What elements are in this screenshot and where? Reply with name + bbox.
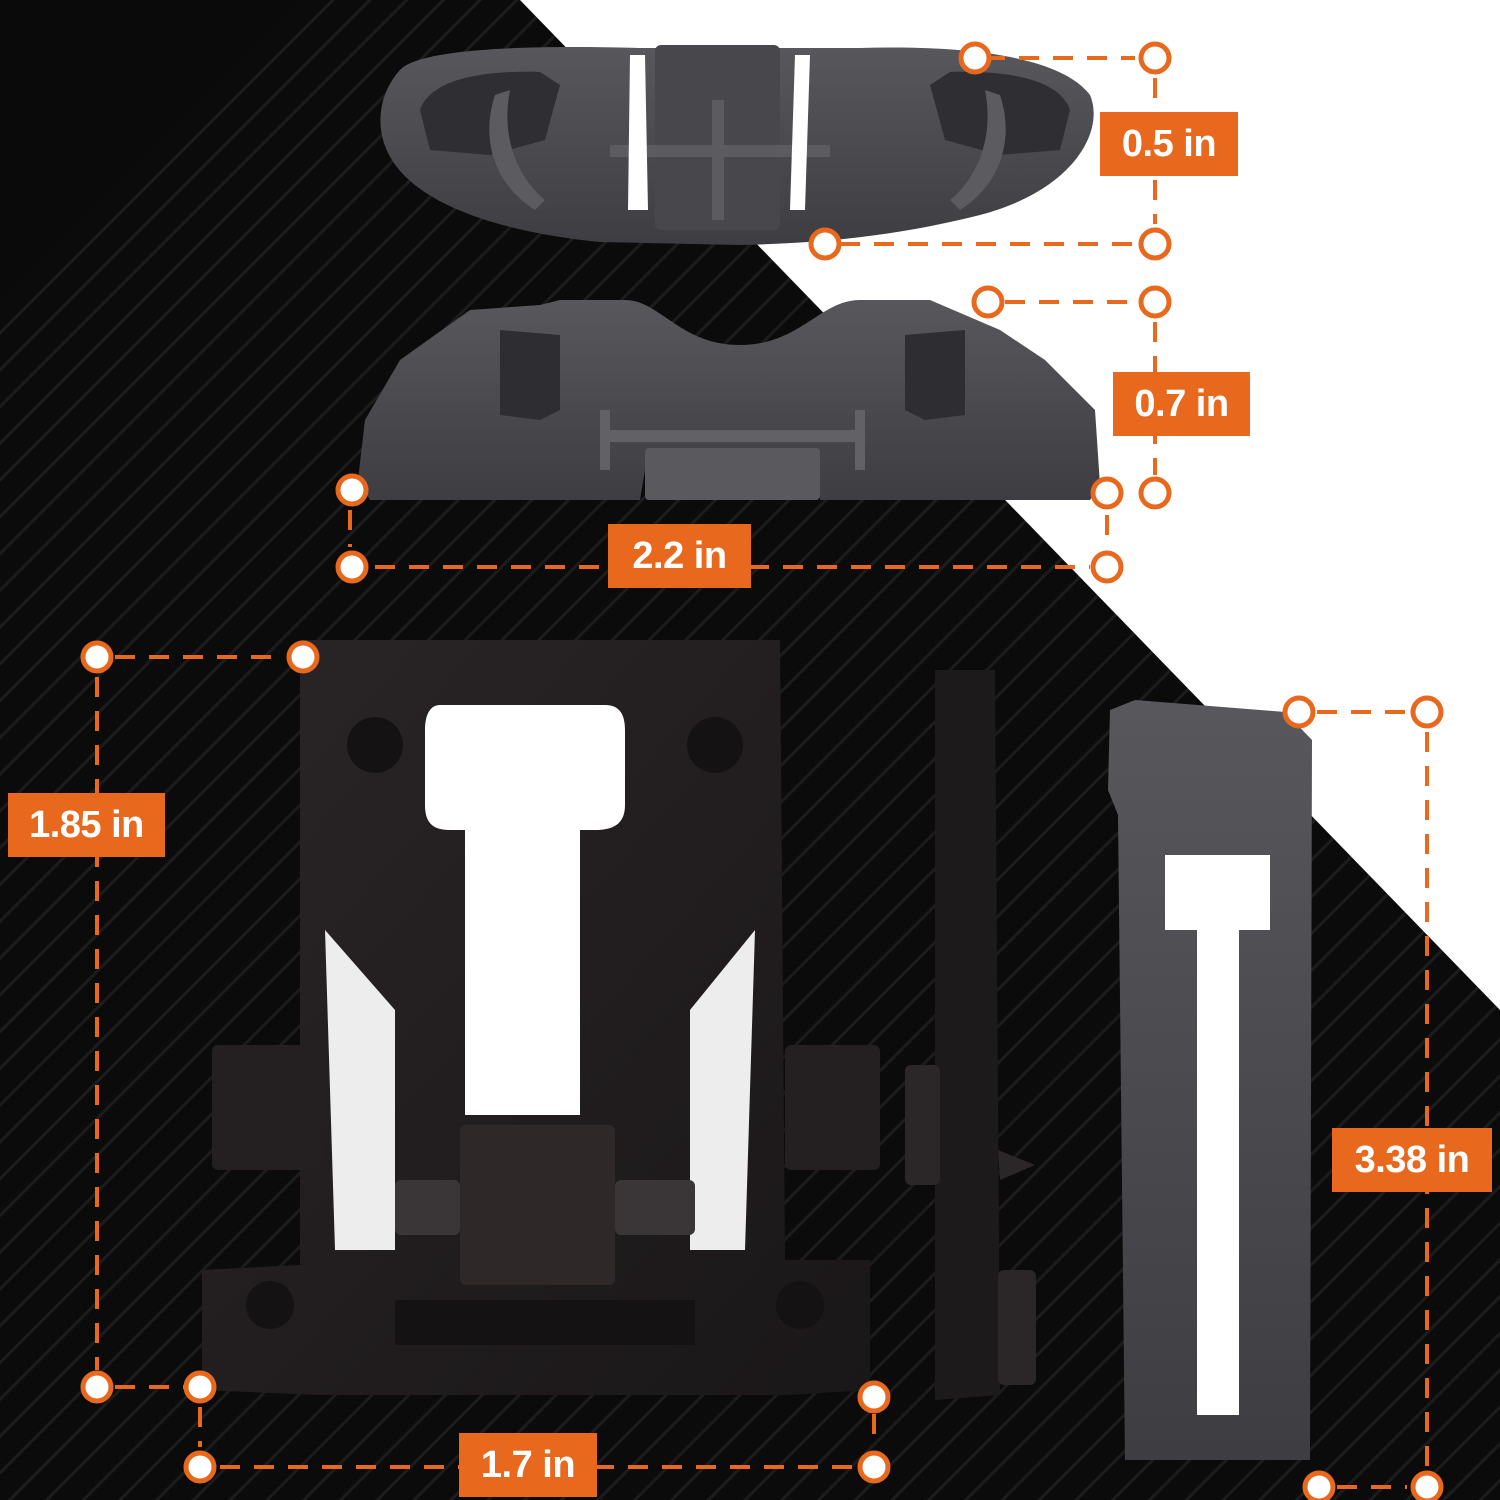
clip-depth-label: 0.7 in (1113, 372, 1250, 436)
clip-width-label: 2.2 in (608, 524, 751, 588)
clip-height-label: 0.5 in (1100, 112, 1238, 176)
hook-part (1108, 700, 1312, 1460)
latch-side-view (905, 670, 1036, 1400)
latch-width-label: 1.7 in (459, 1433, 597, 1497)
dimension-markers (80, 41, 1444, 1500)
clip-top-view (380, 45, 1094, 246)
hook-height-label: 3.38 in (1332, 1128, 1492, 1192)
clip-side-view (358, 300, 1100, 500)
latch-height-label: 1.85 in (8, 793, 165, 857)
latch-front-view (202, 640, 880, 1395)
